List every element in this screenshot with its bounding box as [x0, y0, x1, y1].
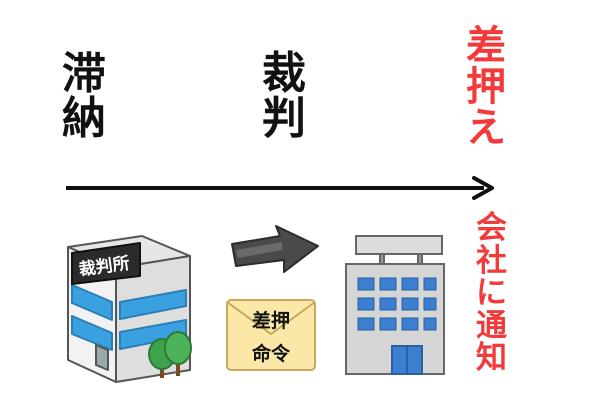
- stage-seizure-label: 差押え: [466, 26, 506, 148]
- stage-delinquency-char: 納: [62, 92, 106, 144]
- stage-seizure-char: え: [466, 104, 506, 151]
- envelope-text-line2: 命令: [252, 342, 291, 365]
- stage-trial-char: 判: [262, 92, 306, 144]
- envelope-icon: [226, 299, 316, 371]
- stage-trial-char: 裁: [262, 48, 306, 99]
- stage-delinquency-char: 滞: [62, 48, 106, 99]
- stage-seizure-char: 押: [466, 63, 506, 110]
- company-notice-char: 会: [476, 210, 507, 246]
- company-notice-char: 通: [476, 307, 507, 344]
- stage-delinquency-label: 滞納: [62, 48, 106, 144]
- transfer-arrow-icon: [231, 225, 319, 273]
- court-building-icon: [67, 235, 191, 383]
- envelope-text-line1: 差押: [252, 309, 290, 332]
- timeline-arrow: [66, 176, 494, 200]
- stage-seizure-char: 差: [466, 23, 506, 69]
- tree-icon: [148, 331, 192, 378]
- company-notice-label: 会社に通知: [476, 212, 507, 375]
- company-notice-char: 社: [476, 242, 507, 279]
- company-notice-char: 知: [476, 340, 507, 377]
- stage-trial-label: 裁判: [262, 48, 306, 144]
- company-building-icon: [345, 235, 445, 375]
- company-notice-char: に: [476, 275, 507, 312]
